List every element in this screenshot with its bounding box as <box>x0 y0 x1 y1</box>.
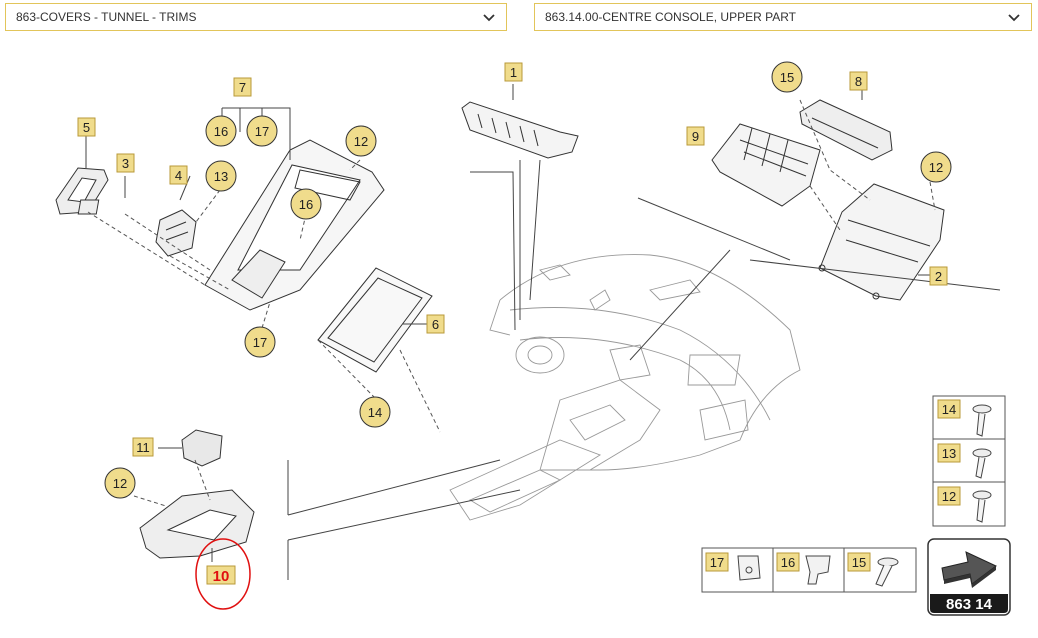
svg-text:12: 12 <box>929 160 943 175</box>
svg-text:6: 6 <box>432 317 439 332</box>
fastener-legend-horizontal: 17 16 15 <box>701 547 917 593</box>
part-4-drawing <box>155 209 197 257</box>
page-nav-tile[interactable]: 863 14 <box>927 538 1011 616</box>
part-6-drawing <box>317 267 433 373</box>
callout-12-frame[interactable]: 12 <box>345 125 377 157</box>
svg-text:14: 14 <box>368 405 382 420</box>
part-8-drawing <box>799 99 893 161</box>
part-2-drawing <box>818 183 945 301</box>
part-10-drawing <box>139 489 255 559</box>
svg-text:10: 10 <box>213 568 230 585</box>
arrow-right-icon <box>941 551 997 588</box>
callout-8[interactable]: 8 <box>849 71 868 91</box>
svg-text:3: 3 <box>122 156 129 171</box>
svg-text:5: 5 <box>83 120 90 135</box>
subgroup-select-value: 863.14.00-CENTRE CONSOLE, UPPER PART <box>545 10 796 24</box>
svg-text:17: 17 <box>710 555 724 570</box>
svg-text:12: 12 <box>113 476 127 491</box>
callout-7[interactable]: 7 <box>233 77 252 97</box>
chevron-down-icon <box>483 14 495 22</box>
part-5-drawing <box>55 167 109 215</box>
svg-text:12: 12 <box>354 134 368 149</box>
group-select[interactable]: 863-COVERS - TUNNEL - TRIMS <box>5 3 507 31</box>
svg-text:15: 15 <box>852 555 866 570</box>
callout-17-bottom[interactable]: 17 <box>244 326 276 358</box>
svg-text:1: 1 <box>510 65 517 80</box>
svg-text:13: 13 <box>942 446 956 461</box>
svg-text:16: 16 <box>214 124 228 139</box>
callout-5[interactable]: 5 <box>77 117 96 137</box>
fastener-14[interactable]: 14 <box>937 399 992 437</box>
svg-text:12: 12 <box>942 489 956 504</box>
part-1-drawing <box>461 101 579 159</box>
callout-9[interactable]: 9 <box>686 126 705 146</box>
callout-14[interactable]: 14 <box>359 396 391 428</box>
callout-4[interactable]: 4 <box>169 165 188 185</box>
dashboard-overview-drawing <box>449 254 801 521</box>
callout-11[interactable]: 11 <box>132 437 154 457</box>
parts-diagram: 1 2 3 4 5 6 7 8 9 11 12 12 <box>55 61 1011 616</box>
callout-6[interactable]: 6 <box>426 314 445 334</box>
callout-10-highlighted[interactable]: 10 <box>195 538 251 610</box>
svg-text:17: 17 <box>253 335 267 350</box>
svg-text:17: 17 <box>255 124 269 139</box>
callout-12-bracket[interactable]: 12 <box>920 151 952 183</box>
part-9-drawing <box>711 123 821 207</box>
subgroup-select[interactable]: 863.14.00-CENTRE CONSOLE, UPPER PART <box>534 3 1032 31</box>
fastener-17[interactable]: 17 <box>705 552 761 581</box>
svg-text:4: 4 <box>175 168 182 183</box>
callout-12-lower[interactable]: 12 <box>104 467 136 499</box>
callout-3[interactable]: 3 <box>116 153 135 173</box>
svg-text:7: 7 <box>239 80 246 95</box>
svg-text:16: 16 <box>781 555 795 570</box>
fastener-legend-vertical: 14 13 12 <box>932 395 1006 527</box>
svg-text:11: 11 <box>136 440 150 455</box>
part-11-drawing <box>181 429 223 467</box>
fastener-12[interactable]: 12 <box>937 486 992 523</box>
callout-13[interactable]: 13 <box>205 160 237 192</box>
page-code: 863 14 <box>946 596 993 613</box>
callout-16-center[interactable]: 16 <box>290 188 322 220</box>
svg-text:15: 15 <box>780 70 794 85</box>
svg-text:14: 14 <box>942 402 956 417</box>
chevron-down-icon <box>1008 14 1020 22</box>
callout-15[interactable]: 15 <box>771 61 803 93</box>
svg-text:13: 13 <box>214 169 228 184</box>
svg-text:2: 2 <box>935 269 942 284</box>
svg-text:9: 9 <box>692 129 699 144</box>
callout-17-top[interactable]: 17 <box>246 115 278 147</box>
svg-text:8: 8 <box>855 74 862 89</box>
callout-16-left[interactable]: 16 <box>205 115 237 147</box>
callout-1[interactable]: 1 <box>504 62 523 82</box>
fastener-16[interactable]: 16 <box>776 552 831 585</box>
group-select-value: 863-COVERS - TUNNEL - TRIMS <box>16 10 197 24</box>
svg-text:16: 16 <box>299 197 313 212</box>
fastener-15[interactable]: 15 <box>847 552 899 587</box>
part-3-drawing <box>77 199 100 215</box>
callout-2[interactable]: 2 <box>929 266 948 286</box>
fastener-13[interactable]: 13 <box>937 443 992 479</box>
